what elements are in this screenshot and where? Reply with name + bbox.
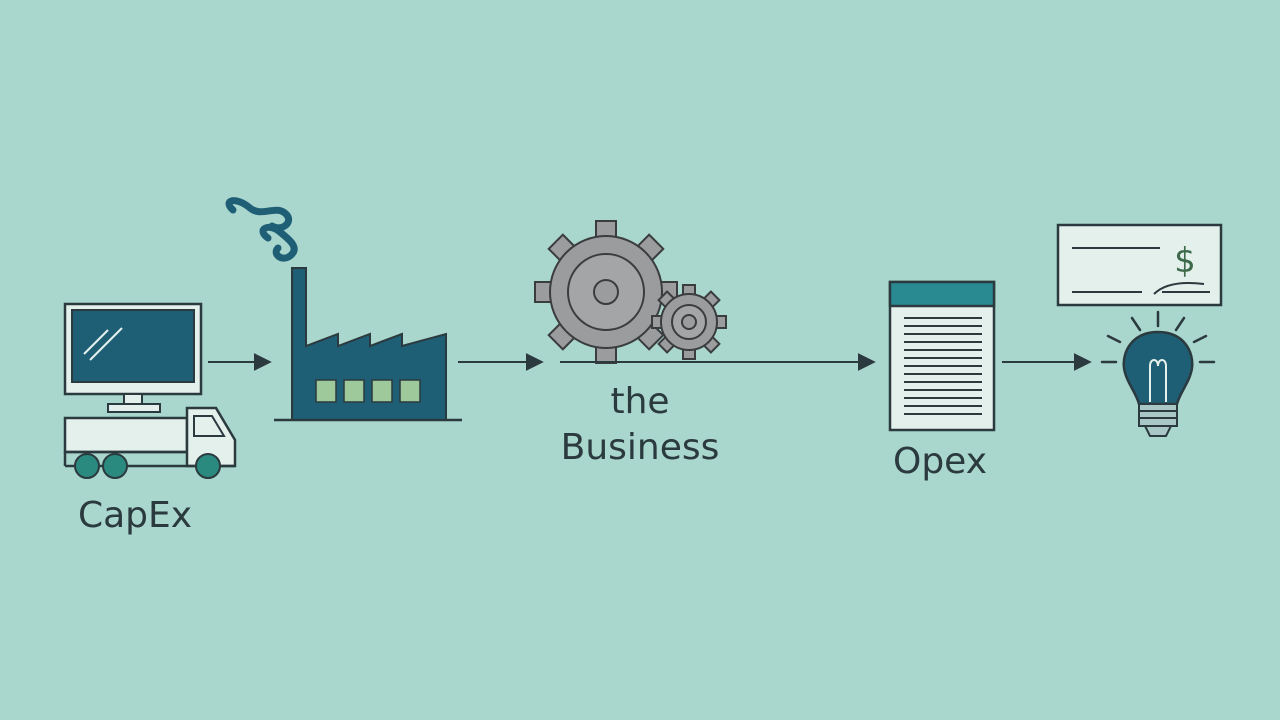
computer-monitor-icon: [63, 302, 203, 413]
opex-label: Opex: [892, 441, 987, 482]
small-gear: [651, 284, 727, 360]
capex-label: CapEx: [77, 495, 193, 536]
delivery-truck-icon: [63, 406, 237, 479]
business-label-line1: the: [610, 381, 670, 422]
factory-window: [399, 379, 421, 403]
truck-wheel: [102, 453, 128, 479]
large-gear: [534, 220, 678, 364]
business-label-line2: Business: [560, 427, 720, 468]
check-dollar-sign: $: [1174, 241, 1196, 281]
truck-wheel: [74, 453, 100, 479]
factory-window: [371, 379, 393, 403]
document-icon: [888, 280, 996, 432]
factory-window: [343, 379, 365, 403]
gears-icon: [534, 220, 727, 364]
truck-wheel: [195, 453, 221, 479]
check-icon: $: [1056, 223, 1223, 307]
factory-icon: [225, 197, 462, 422]
factory-window: [315, 379, 337, 403]
lightbulb-icon: [1100, 310, 1216, 437]
